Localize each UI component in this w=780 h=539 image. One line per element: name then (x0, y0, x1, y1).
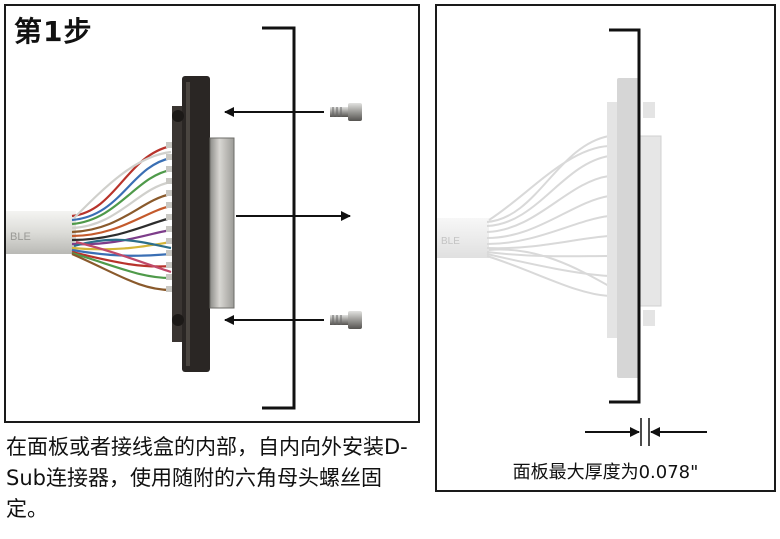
wire-bundle (71, 144, 172, 292)
dsub-connector (172, 76, 235, 372)
thickness-indicator (585, 418, 707, 446)
install-instructions: 在面板或者接线盒的内部，自内向外安装D-Sub连接器，使用随附的六角母头螺丝固定… (6, 435, 408, 521)
ghost-cable-print: BLE (441, 236, 460, 247)
cable-print-text: BLE (10, 231, 31, 243)
ghost-cable: BLE (437, 218, 489, 258)
cable-jacket: BLE (6, 211, 76, 254)
panel-bracket-right (609, 28, 641, 404)
panel-bracket (262, 26, 296, 410)
ghost-connector (607, 78, 662, 378)
connector-install-illustration: BLE (6, 26, 362, 410)
hex-screw-top (330, 103, 362, 121)
ghost-wires (486, 135, 610, 297)
hex-screw-bottom (330, 311, 362, 329)
panel-thickness-panel: BLE (435, 4, 776, 492)
step-label: 第1步 (14, 15, 93, 48)
step-1-panel: BLE (4, 4, 420, 423)
panel-thickness-illustration: BLE (437, 28, 707, 446)
max-thickness-label: 面板最大厚度为0.078" (512, 462, 699, 483)
